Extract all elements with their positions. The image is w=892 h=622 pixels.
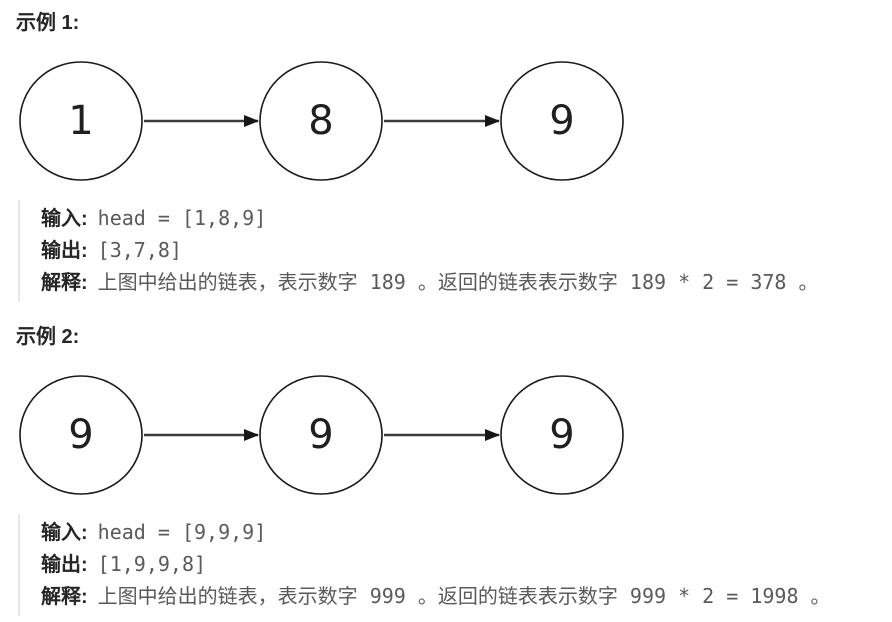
output-value: [1,9,9,8]: [97, 552, 207, 576]
list-node-circle: [19, 61, 143, 181]
linked-list-diagram: 9 9 9: [19, 375, 624, 495]
example-1-section: 示例 1: 1 8 9 输入: head = [1,8,9] 输出: [3,7,8]…: [16, 10, 876, 302]
example-io-block: 输入: head = [9,9,9] 输出: [1,9,9,8] 解释: 上图中给出的…: [18, 514, 876, 616]
example-2-section: 示例 2: 9 9 9 输入: head = [9,9,9] 输出: [1,9,9,…: [16, 324, 876, 616]
list-node-circle: [500, 61, 624, 181]
io-line-explanation: 解释: 上图中给出的链表，表示数字 189 。返回的链表表示数字 189 * 2 …: [41, 267, 876, 299]
list-node-circle: [259, 375, 383, 495]
io-line-input: 输入: head = [9,9,9]: [41, 517, 876, 549]
explanation-value: 上图中给出的链表，表示数字 999 。返回的链表表示数字 999 * 2 = 1…: [97, 584, 831, 608]
input-value: head = [9,9,9]: [97, 520, 267, 544]
input-label: 输入:: [41, 208, 88, 230]
list-node-circle: [259, 61, 383, 181]
list-node-value: 1: [68, 98, 93, 144]
example-heading: 示例 1:: [16, 12, 80, 34]
example-heading: 示例 2:: [16, 326, 80, 348]
explanation-value: 上图中给出的链表，表示数字 189 。返回的链表表示数字 189 * 2 = 3…: [97, 270, 819, 294]
output-label: 输出:: [41, 554, 88, 576]
list-node-value: 9: [549, 412, 574, 458]
io-line-output: 输出: [1,9,9,8]: [41, 549, 876, 581]
explanation-label: 解释:: [41, 272, 88, 294]
list-node-value: 8: [308, 98, 333, 144]
list-node-value: 9: [68, 412, 93, 458]
io-line-output: 输出: [3,7,8]: [41, 235, 876, 267]
list-node-circle: [19, 375, 143, 495]
list-node-circle: [500, 375, 624, 495]
input-value: head = [1,8,9]: [97, 206, 267, 230]
output-value: [3,7,8]: [97, 238, 182, 262]
list-node-value: 9: [308, 412, 333, 458]
list-node-value: 9: [549, 98, 574, 144]
io-line-explanation: 解释: 上图中给出的链表，表示数字 999 。返回的链表表示数字 999 * 2 …: [41, 581, 876, 613]
output-label: 输出:: [41, 240, 88, 262]
explanation-label: 解释:: [41, 586, 88, 608]
input-label: 输入:: [41, 522, 88, 544]
io-line-input: 输入: head = [1,8,9]: [41, 203, 876, 235]
linked-list-diagram: 1 8 9: [19, 61, 624, 181]
example-io-block: 输入: head = [1,8,9] 输出: [3,7,8] 解释: 上图中给出的链表…: [18, 200, 876, 302]
